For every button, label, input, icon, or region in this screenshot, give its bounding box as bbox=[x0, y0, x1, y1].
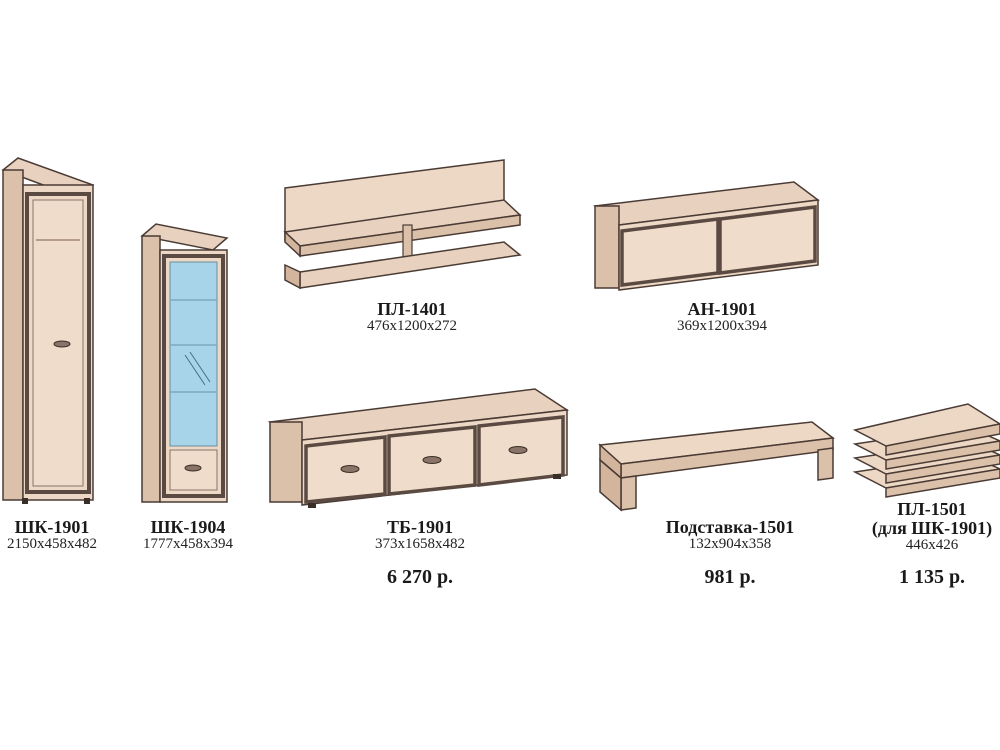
item-label: ШК-1901 2150x458x482 bbox=[7, 518, 97, 553]
item-code-note: (для ШК-1901) bbox=[871, 517, 993, 538]
item-code: ШК-1901 bbox=[14, 517, 90, 537]
item-dimensions: 476x1200x272 bbox=[367, 317, 457, 334]
low-stand-icon bbox=[598, 421, 835, 512]
item-dimensions: 132x904x358 bbox=[688, 535, 772, 552]
wall-cabinet-icon bbox=[593, 181, 820, 291]
item-dimensions: 373x1658x482 bbox=[375, 535, 465, 552]
item-dimensions: 369x1200x394 bbox=[677, 317, 767, 334]
glass-cabinet-icon bbox=[140, 223, 229, 503]
price-label: 6 270 р. bbox=[386, 566, 454, 588]
item-code: ПЛ-1501 bbox=[897, 499, 967, 519]
item-label: ТБ-1901 373x1658x482 bbox=[375, 518, 465, 553]
shelves-stack-icon bbox=[852, 403, 1000, 498]
item-code: Подставка-1501 bbox=[665, 517, 795, 537]
item-code: АН-1901 bbox=[687, 299, 757, 319]
tall-wardrobe-icon bbox=[1, 157, 95, 504]
item-dimensions: 446x426 bbox=[905, 536, 959, 553]
item-label: ПЛ-1501 (для ШК-1901) 446x426 bbox=[872, 500, 992, 554]
price-label: 981 р. bbox=[704, 566, 756, 588]
item-dimensions: 2150x458x482 bbox=[7, 535, 97, 552]
item-code: ТБ-1901 bbox=[387, 517, 453, 537]
price-label: 1 135 р. bbox=[898, 566, 966, 588]
tv-stand-icon bbox=[267, 388, 570, 508]
item-label: ШК-1904 1777x458x394 bbox=[143, 518, 233, 553]
item-label: Подставка-1501 132x904x358 bbox=[666, 518, 794, 553]
item-label: ПЛ-1401 476x1200x272 bbox=[367, 300, 457, 335]
item-code: ПЛ-1401 bbox=[377, 299, 447, 319]
item-dimensions: 1777x458x394 bbox=[143, 535, 233, 552]
item-code: ШК-1904 bbox=[150, 517, 226, 537]
item-label: АН-1901 369x1200x394 bbox=[677, 300, 767, 335]
wall-shelf-icon bbox=[283, 159, 522, 290]
